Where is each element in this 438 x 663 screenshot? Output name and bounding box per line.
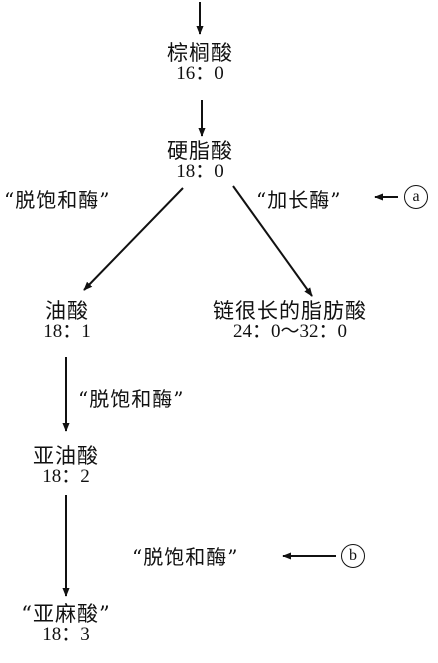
node-linolenic-acid: “亚麻酸” 18：3 [6, 603, 126, 645]
node-very-long-chain-fatty-acid: 链很长的脂肪酸 24：0～32：0 [190, 300, 390, 342]
oleic-acid-ratio: 18：1 [43, 321, 91, 343]
enzyme-label-desaturase-2: “脱饱和酶” [78, 387, 185, 411]
node-oleic-acid: 油酸 18：1 [22, 300, 112, 342]
arrow-stearic-to-very-long [232, 185, 313, 297]
marker-b-circle: b [341, 544, 365, 568]
stearic-acid-ratio: 18：0 [176, 161, 224, 183]
arrow-stearic-to-oleic [83, 187, 184, 291]
linoleic-acid-ratio: 18：2 [42, 466, 90, 488]
enzyme-label-desaturase-3: “脱饱和酶” [132, 545, 239, 569]
node-linoleic-acid: 亚油酸 18：2 [16, 445, 116, 487]
node-palmitic-acid: 棕榈酸 16：0 [150, 42, 250, 84]
very-long-chain-fatty-acid-name: 链很长的脂肪酸 [213, 299, 367, 323]
linolenic-acid-name: “亚麻酸” [21, 602, 111, 626]
linolenic-acid-ratio: 18：3 [42, 624, 90, 646]
palmitic-acid-ratio: 16：0 [176, 63, 224, 85]
enzyme-label-desaturase-1: “脱饱和酶” [4, 188, 111, 212]
enzyme-label-elongase: “加长酶” [256, 188, 342, 212]
very-long-chain-fatty-acid-ratio: 24：0～32：0 [232, 321, 347, 343]
palmitic-acid-name: 棕榈酸 [167, 41, 233, 65]
oleic-acid-name: 油酸 [45, 299, 89, 323]
node-stearic-acid: 硬脂酸 18：0 [150, 140, 250, 182]
marker-a-circle: a [404, 185, 428, 209]
stearic-acid-name: 硬脂酸 [167, 139, 233, 163]
linoleic-acid-name: 亚油酸 [33, 444, 99, 468]
